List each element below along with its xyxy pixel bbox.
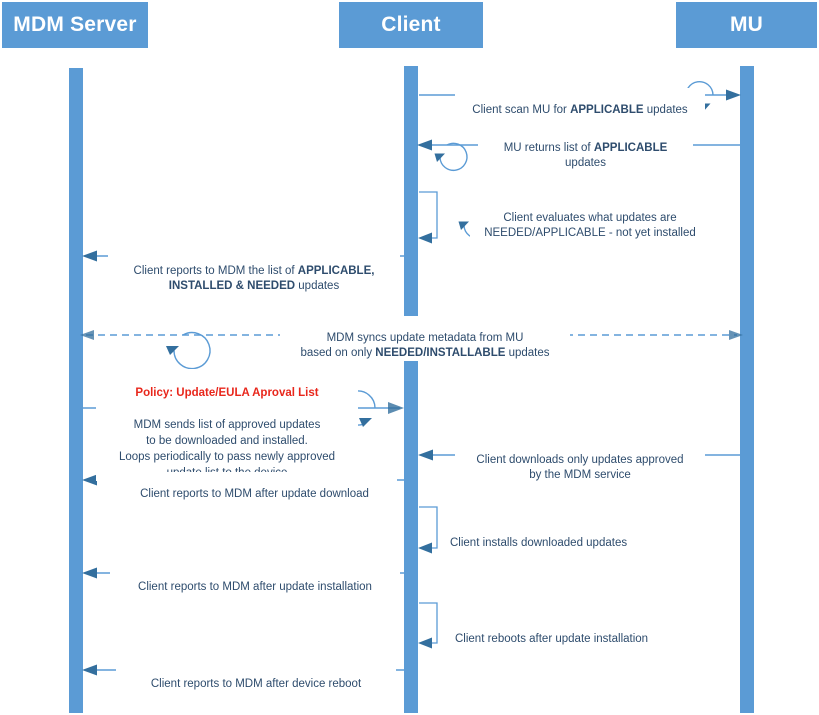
message-label-m4: Client reports to MDM the list of APPLIC… xyxy=(108,249,400,294)
message-label-m12-text: Client reports to MDM after device reboo… xyxy=(150,678,362,690)
lifeline-header-mdm[interactable]: MDM Server xyxy=(2,2,148,48)
message-label-m9-text: Client installs downloaded updates xyxy=(450,537,628,549)
message-line-m11 xyxy=(418,602,438,649)
lifeline-bar-mu xyxy=(740,66,754,713)
message-label-m1: Client scan MU for APPLICABLE updates xyxy=(455,88,705,118)
message-label-m11-text: Client reboots after update installation xyxy=(455,633,649,645)
message-label-m6: Policy: Update/EULA Aproval List MDM sen… xyxy=(96,369,358,481)
lifeline-bar-client xyxy=(404,66,418,713)
lifeline-header-mdm-label: MDM Server xyxy=(13,13,137,36)
lifeline-bar-mdm xyxy=(69,68,83,713)
message-label-m1-text: Client scan MU for APPLICABLE updates xyxy=(472,104,688,116)
message-label-m9: Client installs downloaded updates xyxy=(450,521,700,551)
message-label-m11: Client reboots after update installation xyxy=(455,617,715,647)
message-label-m4-text: Client reports to MDM the list of APPLIC… xyxy=(133,265,375,292)
lifeline-header-client[interactable]: Client xyxy=(339,2,483,48)
message-label-m8-text: Client reports to MDM after update downl… xyxy=(140,488,369,500)
lifeline-header-client-label: Client xyxy=(381,13,441,36)
message-label-m10: Client reports to MDM after update insta… xyxy=(110,565,400,595)
message-line-m9 xyxy=(418,506,438,554)
lifeline-header-mu-label: MU xyxy=(729,13,764,36)
message-label-m6-policy: Policy: Update/EULA Aproval List xyxy=(135,387,319,399)
message-label-m10-text: Client reports to MDM after update insta… xyxy=(138,581,372,593)
message-label-m12: Client reports to MDM after device reboo… xyxy=(116,662,396,692)
lifeline-header-mu[interactable]: MU xyxy=(676,2,817,48)
message-label-m8: Client reports to MDM after update downl… xyxy=(112,472,397,502)
